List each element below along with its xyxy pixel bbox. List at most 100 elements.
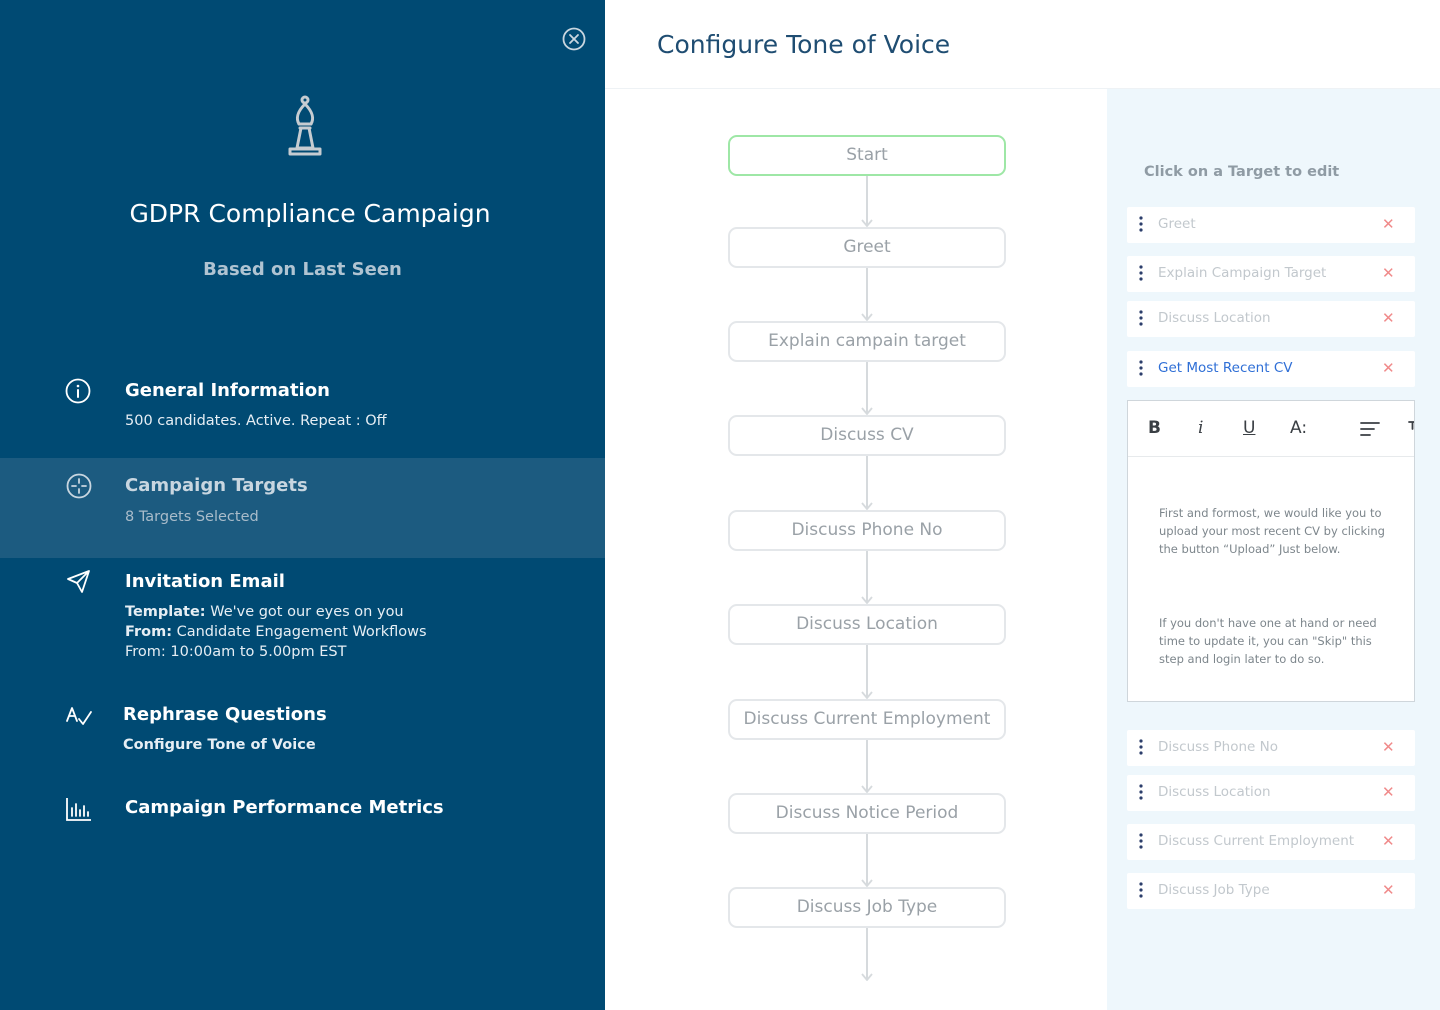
drag-handle-icon[interactable] [1139, 739, 1143, 755]
section-detail: 8 Targets Selected [125, 509, 259, 525]
flow-node[interactable]: Discuss Notice Period [728, 793, 1006, 834]
campaign-subtitle: Based on Last Seen [203, 259, 402, 280]
email-from-line: From: Candidate Engagement Workflows [125, 624, 427, 640]
section-title: Campaign Performance Metrics [125, 797, 444, 818]
target-label: Discuss Location [1158, 310, 1271, 326]
target-label: Discuss Location [1158, 784, 1271, 800]
email-time-line: From: 10:00am to 5.00pm EST [125, 644, 346, 660]
campaign-sidebar: GDPR Compliance Campaign Based on Last S… [0, 0, 605, 1010]
drag-handle-icon[interactable] [1139, 310, 1143, 326]
target-label: Discuss Job Type [1158, 882, 1270, 898]
flow-connector [866, 834, 868, 885]
target-item[interactable]: Discuss Job Type ✕ [1127, 873, 1415, 909]
target-item[interactable]: Discuss Location ✕ [1127, 301, 1415, 337]
edit-hint: Click on a Target to edit [1144, 164, 1340, 180]
target-item[interactable]: Get Most Recent CV ✕ [1127, 351, 1415, 387]
page-title: Configure Tone of Voice [657, 30, 951, 59]
flow-connector [866, 456, 868, 508]
target-item[interactable]: Discuss Phone No ✕ [1127, 730, 1415, 766]
flow-node[interactable]: Greet [728, 227, 1006, 268]
flow-connector [866, 645, 868, 697]
rich-text-editor[interactable]: B i U A: First and formost, we would lik… [1127, 400, 1415, 702]
drag-handle-icon[interactable] [1139, 265, 1143, 281]
editor-toolbar: B i U A: [1128, 401, 1415, 457]
line-label: Template: [125, 604, 206, 620]
section-general-information[interactable]: General Information 500 candidates. Acti… [0, 370, 605, 458]
target-label: Greet [1158, 216, 1196, 232]
target-icon [66, 473, 92, 499]
target-item[interactable]: Discuss Location ✕ [1127, 775, 1415, 811]
target-label: Get Most Recent CV [1158, 360, 1293, 376]
section-title: Campaign Targets [125, 475, 308, 496]
flow-arrow-icon [861, 502, 873, 510]
target-item[interactable]: Greet ✕ [1127, 207, 1415, 243]
flow-arrow-icon [861, 313, 873, 321]
section-detail: Configure Tone of Voice [123, 737, 316, 753]
drag-handle-icon[interactable] [1139, 216, 1143, 232]
underline-button[interactable]: U [1243, 418, 1256, 438]
chess-bishop-icon [288, 95, 322, 156]
flow-node[interactable]: Discuss CV [728, 415, 1006, 456]
drag-handle-icon[interactable] [1139, 882, 1143, 898]
line-label: From: [125, 624, 172, 640]
flow-arrow-icon [861, 691, 873, 699]
flow-connector [866, 928, 868, 979]
flow-arrow-icon [861, 879, 873, 887]
target-item[interactable]: Discuss Current Employment✕ [1127, 824, 1415, 860]
line-value: From: 10:00am to 5.00pm EST [125, 644, 347, 660]
remove-target-icon[interactable]: ✕ [1382, 215, 1395, 233]
flow-arrow-icon [861, 596, 873, 604]
close-icon[interactable] [562, 27, 586, 51]
section-rephrase-questions[interactable]: Rephrase Questions Configure Tone of Voi… [0, 695, 605, 775]
section-campaign-performance-metrics[interactable]: Campaign Performance Metrics [0, 790, 605, 840]
email-template-line: Template: We've got our eyes on you [125, 604, 404, 620]
flow-node-start[interactable]: Start [728, 135, 1006, 176]
remove-target-icon[interactable]: ✕ [1382, 264, 1395, 282]
flow-node[interactable]: Discuss Location [728, 604, 1006, 645]
paper-plane-icon [67, 570, 90, 593]
drag-handle-icon[interactable] [1139, 833, 1143, 849]
flow-connector [866, 176, 868, 225]
italic-button[interactable]: i [1198, 418, 1204, 438]
tone-wave-icon [66, 707, 92, 725]
target-label: Explain Campaign Target [1158, 265, 1327, 281]
flow-connector [866, 740, 868, 791]
flow-arrow-icon [861, 407, 873, 415]
bold-button[interactable]: B [1148, 418, 1161, 438]
font-size-button[interactable]: A: [1290, 418, 1308, 438]
remove-target-icon[interactable]: ✕ [1382, 738, 1395, 756]
campaign-title: GDPR Compliance Campaign [129, 199, 491, 228]
editor-paragraph[interactable]: First and formost, we would like you to … [1159, 506, 1385, 556]
editor-paragraph[interactable]: If you don't have one at hand or need ti… [1159, 616, 1377, 666]
remove-target-icon[interactable]: ✕ [1382, 359, 1395, 377]
flow-node[interactable]: Explain campain target [728, 321, 1006, 362]
flow-node[interactable]: Discuss Current Employment [728, 699, 1006, 740]
line-value: Candidate Engagement Workflows [172, 624, 427, 640]
page-header: Configure Tone of Voice [605, 0, 1440, 89]
drag-handle-icon[interactable] [1139, 784, 1143, 800]
flow-connector [866, 362, 868, 413]
bar-chart-icon [66, 798, 91, 821]
line-value: We've got our eyes on you [205, 604, 404, 620]
section-invitation-email[interactable]: Invitation Email Template: We've got our… [0, 558, 605, 678]
flow-connector [866, 551, 868, 602]
target-item[interactable]: Explain Campaign Target ✕ [1127, 256, 1415, 292]
section-title: General Information [125, 380, 330, 401]
remove-target-icon[interactable]: ✕ [1382, 832, 1395, 850]
flow-node[interactable]: Discuss Phone No [728, 510, 1006, 551]
target-label: Discuss Phone No [1158, 739, 1278, 755]
section-campaign-targets[interactable]: Campaign Targets 8 Targets Selected [0, 458, 605, 558]
info-icon [65, 378, 91, 404]
align-left-icon[interactable] [1360, 421, 1380, 437]
remove-target-icon[interactable]: ✕ [1382, 783, 1395, 801]
drag-handle-icon[interactable] [1139, 360, 1143, 376]
flow-connector [866, 268, 868, 319]
section-title: Rephrase Questions [123, 704, 327, 725]
remove-target-icon[interactable]: ✕ [1382, 881, 1395, 899]
flow-arrow-icon [861, 219, 873, 227]
more-tools-icon[interactable] [1406, 419, 1415, 435]
flow-node[interactable]: Discuss Job Type [728, 887, 1006, 928]
remove-target-icon[interactable]: ✕ [1382, 309, 1395, 327]
targets-panel: Click on a Target to edit Greet✕Explain … [1107, 89, 1440, 1010]
